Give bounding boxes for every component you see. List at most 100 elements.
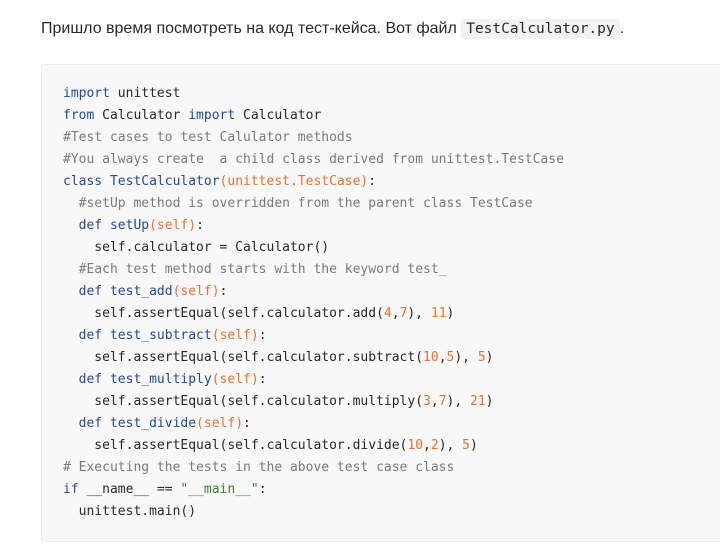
code-token: 10 bbox=[407, 438, 424, 453]
code-token bbox=[102, 284, 110, 299]
code-token bbox=[102, 328, 110, 343]
code-token: def bbox=[78, 284, 103, 299]
code-token: (self) bbox=[172, 284, 220, 299]
code-line: self.assertEqual(self.calculator.add(4,7… bbox=[63, 303, 564, 325]
code-token: self.calculator = Calculator() bbox=[63, 240, 330, 255]
code-token: #setUp method is overridden from the par… bbox=[78, 196, 533, 211]
code-token: : bbox=[258, 328, 267, 343]
code-token: __name__ == bbox=[78, 482, 181, 497]
code-token: setUp bbox=[109, 218, 150, 233]
code-token: (self) bbox=[196, 416, 244, 431]
code-token: TestCalculator bbox=[109, 174, 220, 189]
code-token bbox=[63, 218, 79, 233]
code-token: (unittest.TestCase) bbox=[219, 174, 369, 189]
code-line: import unittest bbox=[63, 83, 564, 105]
filename-inline-code: TestCalculator.py bbox=[461, 19, 620, 39]
code-token: 5 bbox=[477, 350, 486, 365]
code-token bbox=[102, 372, 110, 387]
code-token: test_divide bbox=[109, 416, 197, 431]
intro-trailing: . bbox=[619, 20, 625, 37]
code-token: #You always create a child class derived… bbox=[63, 152, 564, 167]
code-token: , bbox=[391, 306, 400, 321]
code-token: unittest.main() bbox=[63, 504, 197, 519]
code-token: #Test cases to test Calulator methods bbox=[63, 130, 353, 145]
code-token: #Each test method starts with the keywor… bbox=[78, 262, 447, 277]
code-token: ), bbox=[446, 394, 470, 409]
code-token: Calculator bbox=[94, 108, 189, 123]
code-line: def test_divide(self): bbox=[63, 413, 564, 435]
code-token: : bbox=[258, 482, 267, 497]
code-token: if bbox=[63, 482, 79, 497]
code-token: 7 bbox=[399, 306, 408, 321]
code-token: ), bbox=[407, 306, 431, 321]
code-token: 7 bbox=[438, 394, 447, 409]
code-token: ) bbox=[446, 306, 455, 321]
code-token: : bbox=[243, 416, 251, 431]
code-token bbox=[63, 328, 79, 343]
code-token: self.assertEqual(self.calculator.add( bbox=[63, 306, 384, 321]
intro-text: Пришло время посмотреть на код тест-кейс… bbox=[41, 20, 462, 37]
code-token: 2 bbox=[430, 438, 439, 453]
code-line: class TestCalculator(unittest.TestCase): bbox=[63, 171, 564, 193]
code-token bbox=[63, 416, 79, 431]
code-line: self.assertEqual(self.calculator.multipl… bbox=[63, 391, 564, 413]
code-line: #Test cases to test Calulator methods bbox=[63, 127, 564, 149]
code-token bbox=[102, 174, 110, 189]
code-token: : bbox=[219, 284, 228, 299]
code-line: self.assertEqual(self.calculator.subtrac… bbox=[63, 347, 564, 369]
code-token: class bbox=[63, 174, 103, 189]
code-token: 21 bbox=[470, 394, 486, 409]
code-block[interactable]: import unittest from Calculator import Ca… bbox=[41, 64, 720, 542]
code-token: : bbox=[196, 218, 204, 233]
code-token: "__main__" bbox=[180, 482, 259, 497]
intro-paragraph: Пришло время посмотреть на код тест-кейс… bbox=[41, 16, 624, 42]
code-content: import unittest from Calculator import Ca… bbox=[63, 83, 564, 523]
code-token: (self) bbox=[149, 218, 197, 233]
code-token: from bbox=[63, 108, 95, 123]
code-token: 5 bbox=[462, 438, 470, 453]
code-token: 10 bbox=[423, 350, 439, 365]
code-token: def bbox=[78, 416, 103, 431]
code-token bbox=[102, 416, 110, 431]
code-token: ) bbox=[485, 394, 494, 409]
code-token: 3 bbox=[423, 394, 431, 409]
code-token bbox=[63, 284, 79, 299]
code-token: test_multiply bbox=[109, 372, 212, 387]
code-line: #You always create a child class derived… bbox=[63, 149, 564, 171]
code-token: 11 bbox=[430, 306, 447, 321]
code-token: , bbox=[430, 394, 439, 409]
code-token: self.assertEqual(self.calculator.divide( bbox=[63, 438, 408, 453]
code-token bbox=[63, 262, 79, 277]
code-token: Calculator bbox=[235, 108, 322, 123]
code-token: 5 bbox=[446, 350, 455, 365]
code-token: import bbox=[188, 108, 236, 123]
code-token: ) bbox=[485, 350, 494, 365]
code-line: self.assertEqual(self.calculator.divide(… bbox=[63, 435, 564, 457]
code-line: # Executing the tests in the above test … bbox=[63, 457, 564, 479]
code-token: def bbox=[78, 328, 103, 343]
code-line: def setUp(self): bbox=[63, 215, 564, 237]
code-line: def test_add(self): bbox=[63, 281, 564, 303]
code-token: def bbox=[78, 218, 103, 233]
code-line: #setUp method is overridden from the par… bbox=[63, 193, 564, 215]
code-line: def test_subtract(self): bbox=[63, 325, 564, 347]
code-token: self.assertEqual(self.calculator.multipl… bbox=[63, 394, 424, 409]
code-token: unittest bbox=[109, 86, 181, 101]
code-token bbox=[63, 196, 79, 211]
code-token: def bbox=[78, 372, 103, 387]
code-token: test_add bbox=[109, 284, 173, 299]
code-token: ) bbox=[470, 438, 478, 453]
code-token: : bbox=[258, 372, 267, 387]
code-token: # Executing the tests in the above test … bbox=[63, 460, 455, 475]
code-token: ), bbox=[438, 438, 463, 453]
code-token: (self) bbox=[211, 372, 259, 387]
code-token bbox=[63, 372, 79, 387]
code-token: , bbox=[438, 350, 447, 365]
code-token: : bbox=[368, 174, 377, 189]
code-token: import bbox=[63, 86, 110, 101]
code-line: self.calculator = Calculator() bbox=[63, 237, 564, 259]
code-token: 4 bbox=[383, 306, 392, 321]
code-line: def test_multiply(self): bbox=[63, 369, 564, 391]
code-token: , bbox=[423, 438, 431, 453]
code-token bbox=[102, 218, 110, 233]
